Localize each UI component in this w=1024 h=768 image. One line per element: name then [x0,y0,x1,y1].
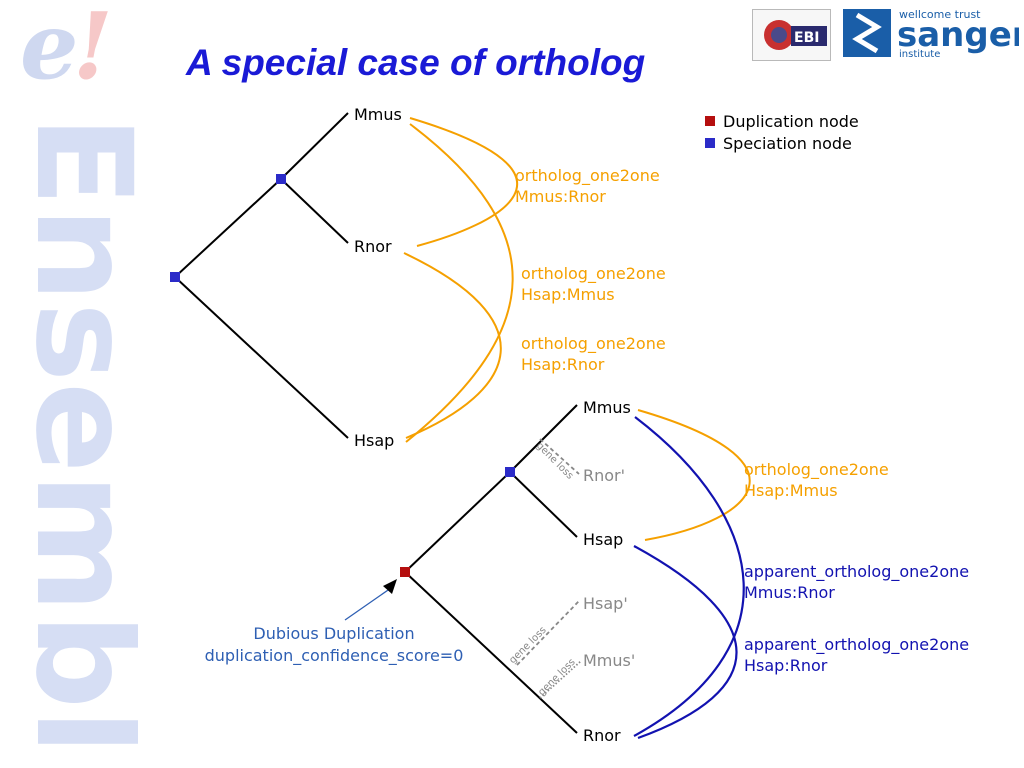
duplication-node-swatch [705,116,715,126]
speciation-node-swatch [705,138,715,148]
tree2-branch-mmus [509,404,578,473]
tree2-gene-loss-branch-mmus-prime [539,660,582,699]
tree2-gene-loss-branch-rnor-prime [539,438,580,475]
tree1-inner-speciation-node [276,174,286,184]
tree2-gene-loss-branch-hsap-prime [516,600,580,666]
dubious-duplication-pointer [344,587,392,621]
tree2-leaf-rnor-prime: Rnor' [583,466,625,485]
tree2-leaf-mmus: Mmus [583,398,631,417]
tree1-ortholog-curve-mmus-rnor [409,117,519,247]
tree2-relation3-type: apparent_ortholog_one2one [744,635,969,655]
tree1-leaf-rnor: Rnor [354,237,392,256]
tree2-gene-loss-label-3: gene loss [536,657,577,698]
dubious-duplication-title: Dubious Duplication [253,624,414,643]
tree2-root-duplication-node [400,567,410,577]
tree2-branch-rnor [404,571,578,734]
tree2-branch-root-inner [404,471,511,573]
tree2-relation3-pair: Hsap:Rnor [744,656,828,675]
tree2-relation1-type: ortholog_one2one [744,460,889,480]
slide-title: A special case of ortholog [186,42,646,83]
legend-speciation-label: Speciation node [723,133,852,153]
tree2-gene-loss-label-1: gene loss [534,440,575,481]
tree2: gene loss gene loss gene loss Mmus Rnor'… [205,398,969,745]
sanger-logo: wellcome trust sanger institute [843,5,1024,60]
tree1-relation3-type: ortholog_one2one [521,334,666,354]
tree1-relation1-type: ortholog_one2one [515,166,660,186]
legend-speciation: Speciation node [705,132,859,154]
tree1-relation3-pair: Hsap:Rnor [521,355,605,374]
ensembl-watermark: Ensembl [18,115,138,755]
tree2-leaf-rnor: Rnor [583,726,621,745]
tree2-leaf-hsap: Hsap [583,530,623,549]
tree1-leaf-hsap: Hsap [354,431,394,450]
tree2-gene-loss-label-2: gene loss [507,625,548,666]
tree2-branch-hsap [509,471,578,538]
tree1-branch-rnor [280,178,349,244]
ensembl-logo-mark: e! [20,0,113,92]
sanger-top-text: wellcome trust [899,8,981,21]
tree1-ortholog-curve-hsap-mmus [405,123,514,443]
legend: Duplication node Speciation node [705,110,859,154]
ebi-logo-text: EBI [794,30,819,46]
tree2-inner-speciation-node [505,467,515,477]
ensembl-logo-text: e! [20,0,113,100]
tree2-apparent-ortholog-curve-hsap-rnor [633,545,738,740]
ebi-logo: EBI [752,9,831,61]
sanger-bottom-text: institute [899,49,940,59]
tree2-apparent-ortholog-curve-mmus-rnor [633,416,745,737]
legend-duplication: Duplication node [705,110,859,132]
tree2-relation1-pair: Hsap:Mmus [744,481,838,500]
tree1-branch-mmus [280,112,349,180]
tree1-relation2-type: ortholog_one2one [521,264,666,284]
dubious-duplication-arrowhead [383,579,397,594]
ensembl-watermark-text: Ensembl [18,115,138,755]
tree1-relation1-pair: Mmus:Rnor [515,187,606,206]
dubious-duplication-score: duplication_confidence_score=0 [205,646,464,666]
tree1-leaf-mmus: Mmus [354,105,402,124]
tree2-ortholog-curve-hsap-mmus [637,409,751,541]
tree2-leaf-mmus-prime: Mmus' [583,651,635,670]
ebi-logo-core [771,27,787,43]
tree1-relation2-pair: Hsap:Mmus [521,285,615,304]
tree1: Mmus Rnor Hsap ortholog_one2one Mmus:Rno… [170,105,666,450]
tree1-ortholog-curve-hsap-rnor [403,252,502,439]
tree2-relation2-type: apparent_ortholog_one2one [744,562,969,582]
sanger-main-text: sanger [897,15,1019,55]
tree2-leaf-hsap-prime: Hsap' [583,594,628,613]
sanger-helix-icon [852,12,882,54]
tree1-branch-hsap [174,276,349,439]
tree1-root-speciation-node [170,272,180,282]
tree2-relation2-pair: Mmus:Rnor [744,583,835,602]
tree1-branch-root-inner [174,178,282,278]
legend-duplication-label: Duplication node [723,111,859,131]
